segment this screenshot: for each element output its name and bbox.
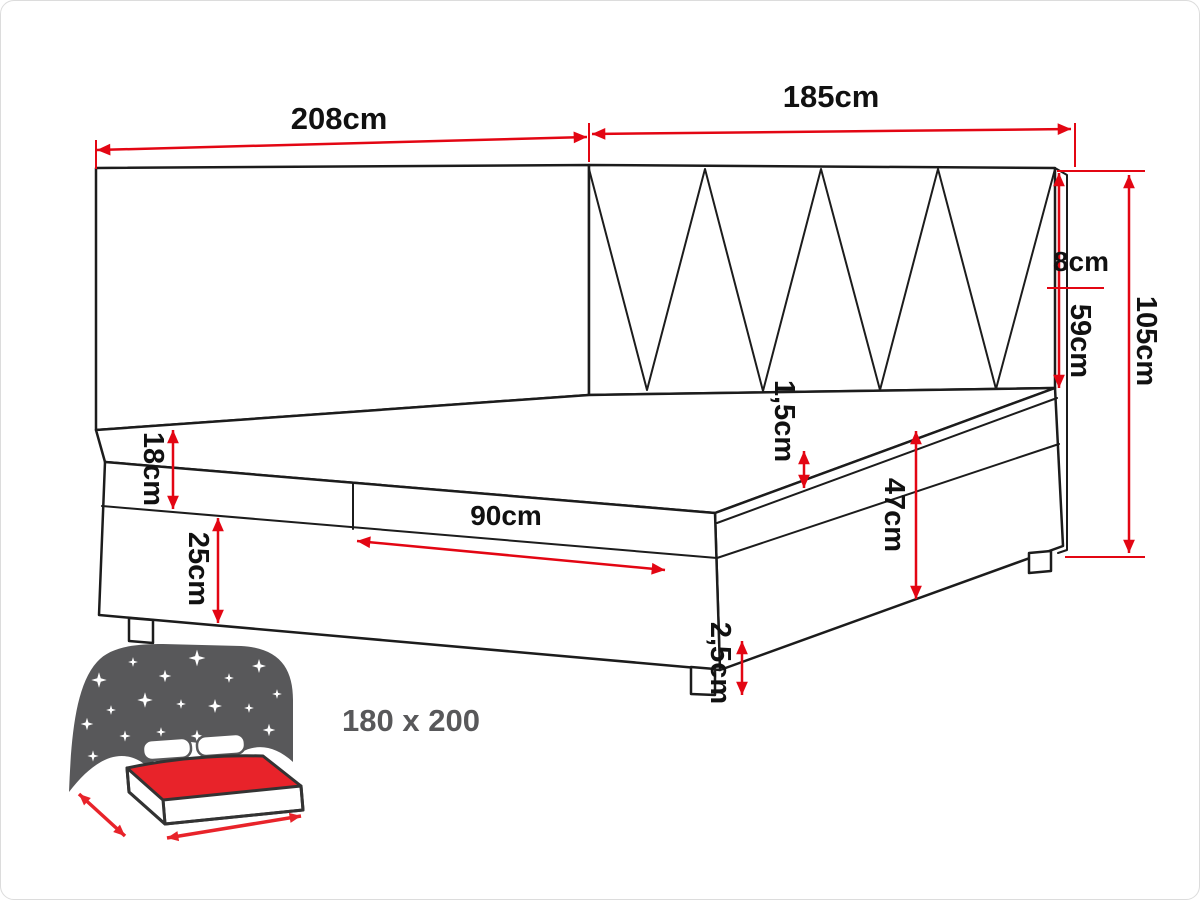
icon-width-arrow bbox=[77, 792, 127, 838]
dim-section-width-label: 90cm bbox=[470, 500, 542, 531]
bed-foot-front-right bbox=[689, 665, 717, 697]
dim-section-width-line bbox=[356, 536, 666, 575]
dimension-headboard-thickness-and-height: 8cm 59cm bbox=[1047, 172, 1109, 389]
dim-headboard-thickness-label: 8cm bbox=[1053, 246, 1109, 277]
icon-length-arrow bbox=[166, 812, 302, 842]
dimension-total-height: 105cm bbox=[1057, 170, 1162, 558]
icon-pillow-left bbox=[141, 736, 193, 762]
wall-panel bbox=[94, 163, 591, 432]
dim-leg-height-label: 2,5cm bbox=[704, 622, 736, 704]
bed-icon bbox=[69, 644, 305, 842]
dim-headboard-front-height-label: 59cm bbox=[1064, 304, 1096, 378]
bed-size-label: 180 x 200 bbox=[342, 703, 480, 738]
dim-headboard-width-line bbox=[591, 123, 1072, 140]
dim-headboard-width-label: 185cm bbox=[783, 79, 880, 114]
topper-seam bbox=[716, 397, 1058, 524]
dimension-mattress-height: 18cm bbox=[137, 429, 179, 510]
dimension-headboard-width: 185cm bbox=[591, 79, 1076, 167]
right-seam-line bbox=[716, 443, 1060, 559]
bed-foot-left bbox=[127, 616, 155, 645]
bed-foot-back-right bbox=[1027, 549, 1053, 575]
dim-side-height-label: 47cm bbox=[878, 478, 910, 552]
dim-mattress-height-label: 18cm bbox=[137, 432, 169, 506]
dim-wall-width-line bbox=[96, 131, 588, 156]
dimension-leg-height: 2,5cm bbox=[704, 622, 748, 704]
dimension-topper-height: 1,5cm bbox=[768, 380, 810, 489]
headboard-panel bbox=[587, 163, 1057, 397]
dimension-wall-width: 208cm bbox=[95, 101, 590, 169]
dim-total-height-label: 105cm bbox=[1130, 296, 1162, 386]
headboard-zigzag-pattern bbox=[588, 168, 1056, 392]
dimension-base-height: 25cm bbox=[182, 517, 224, 624]
icon-pillow-right bbox=[195, 732, 247, 758]
dim-topper-height-label: 1,5cm bbox=[768, 380, 800, 462]
dimension-mattress-section-width: 90cm bbox=[356, 500, 666, 575]
bed-drawing bbox=[94, 163, 1068, 697]
dim-wall-width-label: 208cm bbox=[291, 101, 388, 136]
dim-base-height-label: 25cm bbox=[182, 532, 214, 606]
icon-bed-outline bbox=[125, 754, 305, 826]
dimension-side-height: 47cm bbox=[878, 430, 922, 600]
